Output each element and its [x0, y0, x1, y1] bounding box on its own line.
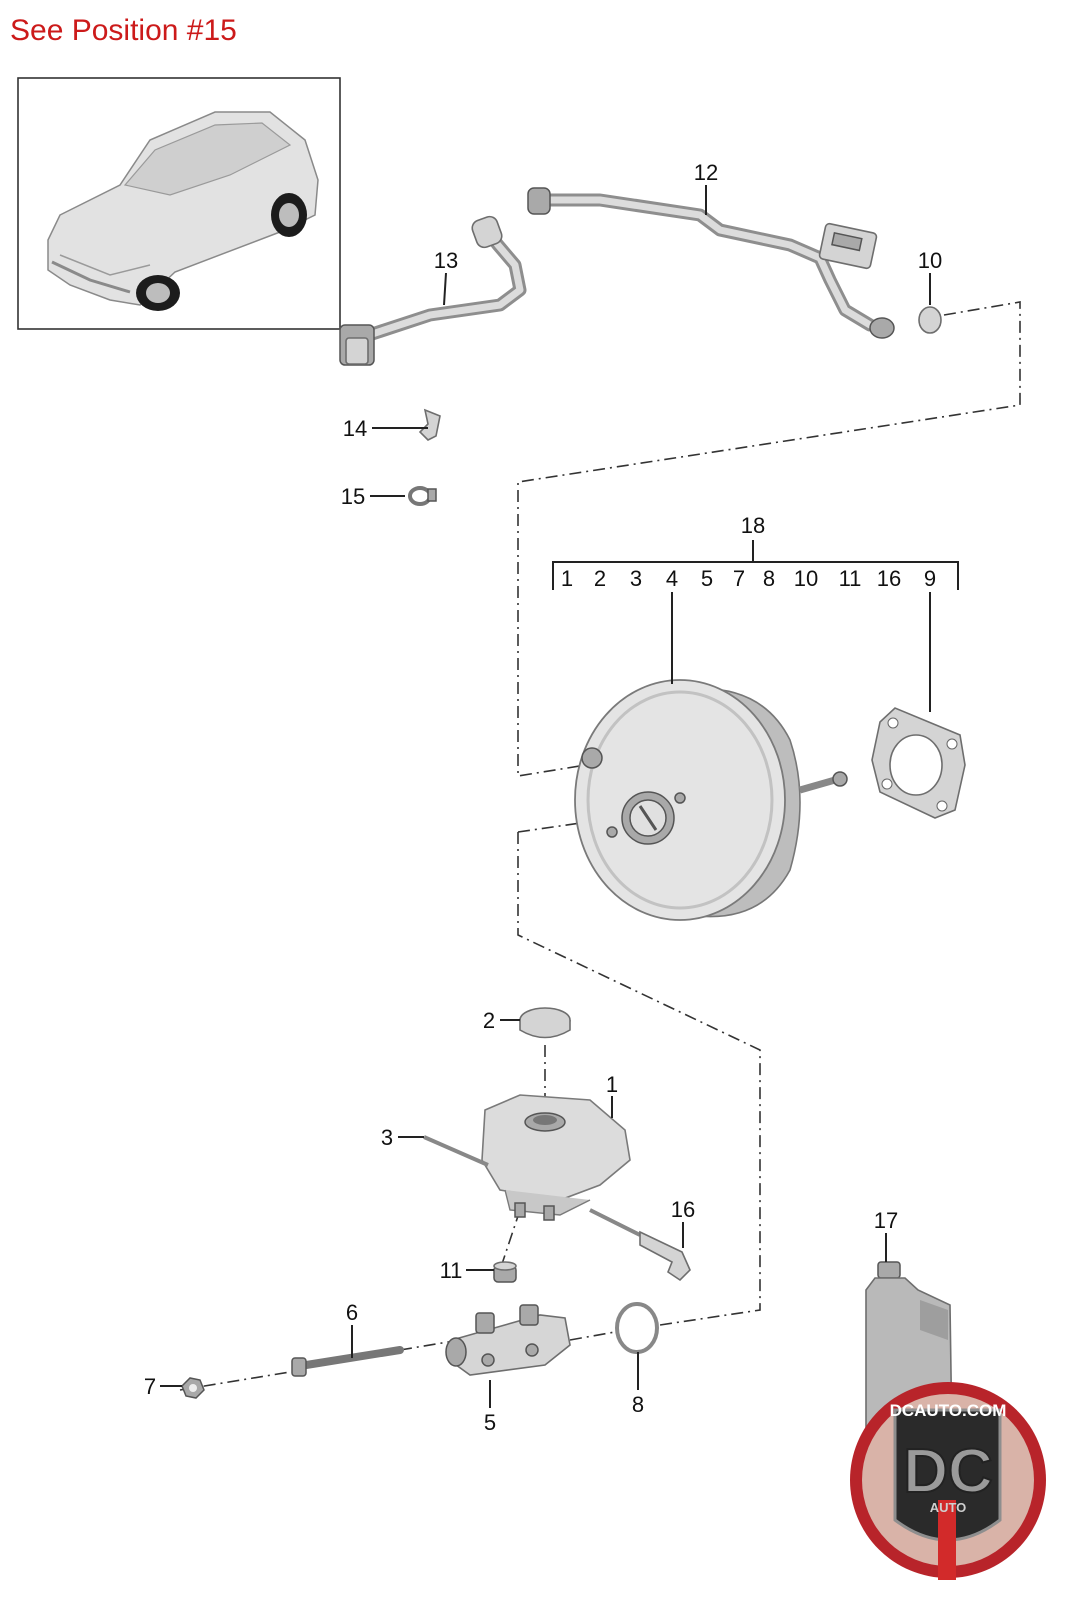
label-7[interactable]: 7 — [144, 1374, 156, 1399]
kit-item[interactable]: 11 — [839, 566, 862, 591]
kit-contents-list: 1 2 3 4 5 7 8 10 11 16 9 — [561, 566, 936, 591]
leader-lines — [160, 185, 959, 1408]
label-16[interactable]: 16 — [671, 1197, 695, 1222]
part-8-o-ring[interactable] — [615, 1302, 659, 1354]
label-18[interactable]: 18 — [741, 513, 765, 538]
part-3-sensor[interactable] — [423, 1135, 489, 1167]
kit-item[interactable]: 8 — [763, 566, 775, 591]
part-11-grommet[interactable] — [493, 1261, 517, 1283]
kit-item[interactable]: 5 — [701, 566, 713, 591]
label-6[interactable]: 6 — [346, 1300, 358, 1325]
part-4-brake-booster[interactable] — [574, 679, 848, 921]
label-5[interactable]: 5 — [484, 1410, 496, 1435]
kit-item[interactable]: 10 — [794, 566, 818, 591]
label-14[interactable]: 14 — [343, 416, 367, 441]
part-9-gasket[interactable] — [871, 707, 966, 819]
label-2[interactable]: 2 — [483, 1008, 495, 1033]
kit-item[interactable]: 16 — [877, 566, 901, 591]
part-5-master-cylinder[interactable] — [445, 1304, 571, 1376]
label-10[interactable]: 10 — [918, 248, 942, 273]
label-15[interactable]: 15 — [341, 484, 365, 509]
kit-item[interactable]: 9 — [924, 566, 936, 591]
label-17[interactable]: 17 — [874, 1208, 898, 1233]
vehicle-thumbnail — [17, 77, 341, 330]
label-1[interactable]: 1 — [606, 1072, 618, 1097]
label-13[interactable]: 13 — [434, 248, 458, 273]
part-2-cap[interactable] — [519, 1007, 571, 1039]
car-icon — [47, 111, 319, 311]
label-3[interactable]: 3 — [381, 1125, 393, 1150]
svg-text:DC: DC — [903, 1437, 993, 1506]
part-7-nut[interactable] — [181, 1377, 205, 1399]
kit-item[interactable]: 4 — [666, 566, 678, 591]
kit-item[interactable]: 3 — [630, 566, 642, 591]
part-15-clamp[interactable] — [408, 486, 437, 506]
svg-text:AUTO: AUTO — [930, 1500, 967, 1515]
part-13-hose[interactable] — [339, 214, 527, 366]
label-8[interactable]: 8 — [632, 1392, 644, 1417]
part-1-reservoir[interactable] — [481, 1094, 631, 1221]
part-12-vacuum-line[interactable] — [527, 187, 895, 339]
see-position-title[interactable]: See Position #15 — [10, 14, 237, 47]
kit-item[interactable]: 2 — [594, 566, 606, 591]
label-11[interactable]: 11 — [440, 1258, 463, 1283]
svg-text:DCAUTO.COM: DCAUTO.COM — [890, 1401, 1007, 1420]
part-10-seal[interactable] — [918, 306, 942, 334]
kit-item[interactable]: 7 — [733, 566, 745, 591]
callout-labels: 12 13 10 14 15 18 1 2 3 4 5 7 8 10 11 16… — [144, 160, 942, 1435]
part-14-clip[interactable] — [418, 408, 441, 441]
dcauto-logo: DCAUTO.COM DC AUTO — [850, 1382, 1046, 1580]
part-6-push-rod[interactable] — [291, 1346, 404, 1377]
label-12[interactable]: 12 — [694, 160, 718, 185]
kit-item[interactable]: 1 — [561, 566, 573, 591]
part-16-connector[interactable] — [589, 1208, 691, 1282]
